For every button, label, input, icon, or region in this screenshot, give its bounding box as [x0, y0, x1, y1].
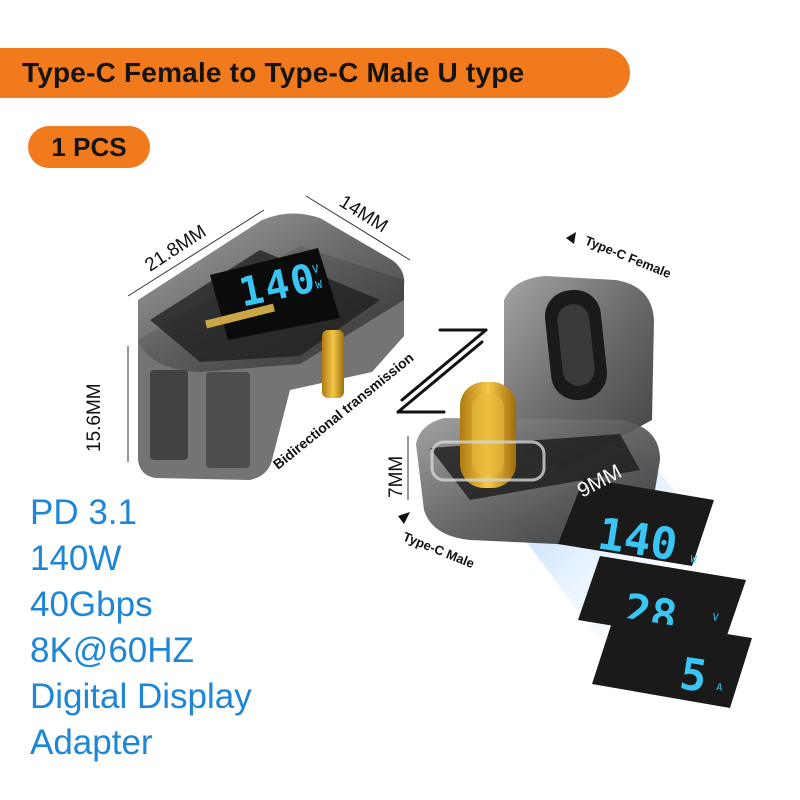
feature-pd: PD 3.1	[30, 493, 137, 532]
title-banner: Type-C Female to Type-C Male U type	[0, 48, 630, 98]
feature-list: PD 3.1 140W 40Gbps 8K@60HZ Digital Displ…	[30, 490, 252, 766]
dimension-height: 15.6MM	[84, 383, 105, 452]
left-adapter: 140 V W	[138, 213, 405, 480]
feature-power: 140W	[30, 539, 122, 578]
pcb-contacts	[205, 303, 275, 329]
feature-video: 8K@60HZ	[30, 631, 194, 670]
male-pointer-icon	[398, 512, 410, 524]
feature-speed: 40Gbps	[30, 585, 153, 624]
title-text: Type-C Female to Type-C Male U type	[22, 57, 525, 88]
svg-text:A: A	[716, 682, 724, 694]
dimension-male-height: 7MM	[386, 456, 407, 498]
feature-adapter: Adapter	[30, 723, 153, 762]
female-label: Type-C Female	[583, 233, 673, 281]
dimension-lines-left	[127, 195, 411, 462]
female-pointer-icon	[566, 232, 576, 244]
right-male-plug	[430, 382, 546, 488]
display-panel-current: 5 A	[592, 616, 752, 708]
feature-display: Digital Display	[30, 677, 252, 716]
svg-text:W: W	[690, 554, 699, 566]
svg-text:V: V	[712, 612, 720, 624]
svg-text:V: V	[311, 262, 321, 276]
svg-text:W: W	[314, 278, 324, 292]
quantity-text: 1 PCS	[51, 131, 127, 162]
left-male-plug	[322, 330, 344, 398]
quantity-badge: 1 PCS	[28, 126, 150, 168]
dimension-depth: 14MM	[335, 191, 391, 237]
bidirectional-arrows	[396, 328, 488, 414]
